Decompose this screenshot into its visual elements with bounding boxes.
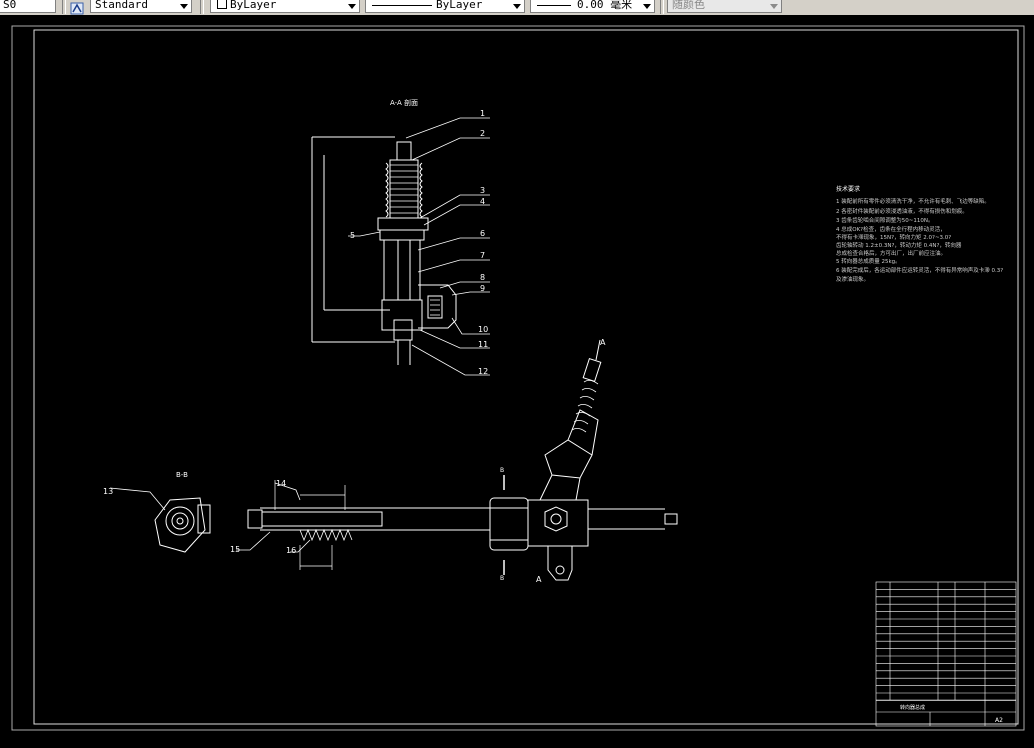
callout-4: 4 [480,197,485,206]
outer-frame [11,25,1025,731]
callout-8: 8 [480,273,485,282]
chevron-down-icon [511,0,522,12]
callout-3: 3 [480,186,485,195]
text-style-dropdown[interactable]: Standard [90,0,192,13]
inner-frame [33,29,1019,725]
chevron-down-icon [346,0,357,12]
technical-notes: 技术要求 1 装配前所有零件必须清洗干净，不允许有毛刺、飞边等缺陷。 2 各密封… [836,185,1003,283]
linetype-dropdown[interactable]: ByLayer [365,0,525,13]
chevron-down-icon [178,0,189,12]
linetype-preview [372,5,432,6]
toolbar-separator [200,0,204,14]
note-line: 2 各密封件装配前必须浸透油液，不得有损伤和划痕。 [836,207,968,215]
callout-1: 1 [480,109,485,118]
title-block [875,581,1017,727]
callout-labels-aa: 1 2 3 4 5 6 7 8 9 10 11 12 [350,109,488,376]
title-block-sheet: A2 [995,717,1003,724]
view-a-bottom: A [536,575,542,584]
text-style-icon[interactable] [70,0,84,15]
callout-labels-rack: 14 15 16 [230,479,296,555]
note-line: 及渗油现象。 [836,275,869,283]
callout-10: 10 [478,325,488,334]
section-aa-title: A-A 剖面 [390,98,418,107]
callout-11: 11 [478,340,488,349]
callouts-rack [236,482,311,553]
callout-15: 15 [230,545,240,554]
note-line: 5 转向器总成质量 25kg。 [836,257,901,265]
view-markers: A A B B [500,338,606,584]
drawing-canvas[interactable]: A-A 剖面 [0,15,1034,744]
color-swatch-icon [217,0,227,9]
note-line: 4 总成OK?检查，齿条在全行程内移动灵活， [836,225,946,233]
note-line: 齿轮轴转动 1.2±0.3N?，转动力矩 0.4N?，转向器 [836,241,962,249]
notes-title: 技术要求 [836,185,860,193]
lineweight-dropdown[interactable]: 0.00 毫米 [530,0,655,13]
callout-9: 9 [480,284,485,293]
callout-13: 13 [103,487,113,496]
title-block-name: 转向器总成 [900,704,925,711]
view-b-bottom: B [500,575,504,582]
callout-leader [109,487,166,511]
section-bb-view [154,497,211,553]
note-line: 1 装配前所有零件必须清洗干净，不允许有毛刺、飞边等缺陷。 [836,197,990,205]
chevron-down-icon [768,0,779,12]
callout-14: 14 [276,479,286,488]
callout-12: 12 [478,367,488,376]
color-label: ByLayer [230,0,277,11]
color-dropdown[interactable]: ByLayer [210,0,360,13]
lineweight-preview [537,5,571,6]
cad-drawing: A-A 剖面 [11,25,1025,731]
callout-6: 6 [480,229,485,238]
properties-toolbar: S0 Standard ByLayer ByLayer 0.00 毫米 随颜色 [0,0,1034,16]
rack-dimensions [274,480,346,570]
note-line: 3 齿条齿轮啮合间隙调整为50~110N。 [836,216,933,224]
pinion-assembly [377,141,457,365]
view-b-top: B [500,467,504,474]
chevron-down-icon [641,0,652,12]
plot-style-dropdown[interactable]: 随颜色 [667,0,782,13]
toolbar-separator [660,0,664,14]
callout-2: 2 [480,129,485,138]
partial-dropdown[interactable]: S0 [0,0,56,13]
rack-assembly [247,339,678,581]
note-line: 总成检查合格后，方可出厂，出厂前应注油。 [836,249,946,257]
note-line: 6 装配完成后，各运动部件应运转灵活，不得有异常响声及卡滞 0.3? [836,266,1003,274]
callout-7: 7 [480,251,485,260]
callouts-aa [348,117,490,376]
callout-5: 5 [350,231,355,240]
callout-16: 16 [286,546,296,555]
note-line: 不得有卡滞现象，15N?，转向力矩 2.0?~3.0? [836,233,951,241]
toolbar-separator [62,0,66,14]
view-a-top: A [600,338,606,347]
section-bb-title: B-B [176,471,188,479]
